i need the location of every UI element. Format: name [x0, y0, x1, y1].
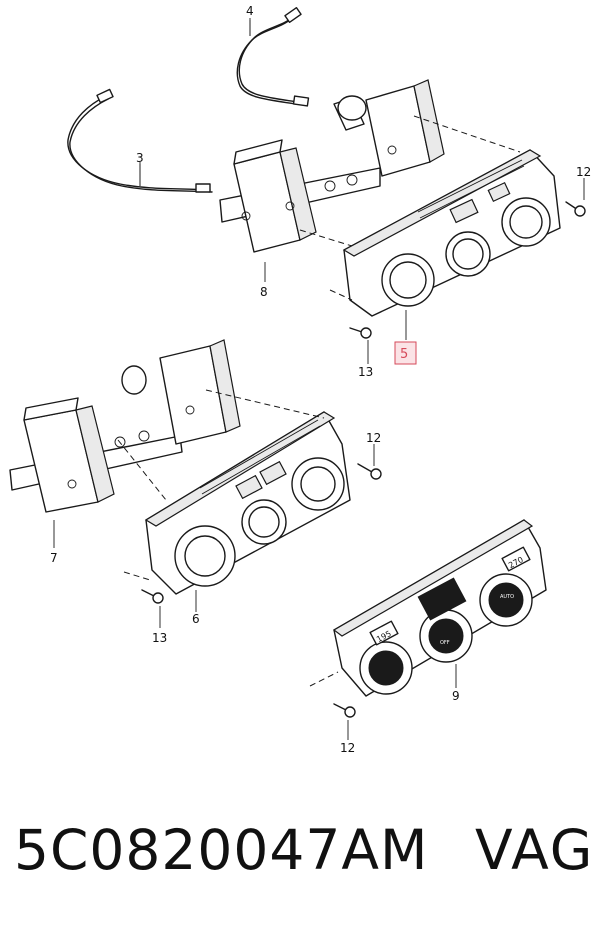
cable-3 [67, 88, 213, 193]
control-panel-6 [144, 411, 351, 595]
callout-13-middle: 13 [152, 631, 167, 645]
part-number: 5C0820047AM [14, 818, 429, 882]
leader-lines [53, 18, 585, 740]
part-number-row: 5C0820047AM VAG [10, 818, 592, 888]
screw-13-top [349, 327, 372, 339]
screw-12-top [565, 201, 586, 217]
callout-13-top: 13 [358, 365, 373, 379]
callout-12-bottom: 12 [340, 741, 355, 755]
callout-4: 4 [246, 4, 254, 18]
control-panel-5 [342, 149, 561, 317]
callout-7: 7 [50, 551, 58, 565]
callout-5-highlight [394, 341, 417, 365]
bracket-8 [219, 79, 445, 253]
exploded-parts-diagram: 195 270 AUTO OFF [9, 4, 591, 755]
callout-9: 9 [452, 689, 460, 703]
bracket-7 [9, 339, 241, 513]
panel-auto-label: AUTO [500, 594, 514, 600]
callout-3: 3 [136, 151, 144, 165]
callout-12-middle: 12 [366, 431, 381, 445]
assembly-lines [117, 115, 521, 687]
callout-12-top: 12 [576, 165, 591, 179]
callout-6: 6 [192, 612, 200, 626]
screw-13-middle [141, 589, 164, 604]
cable-4 [236, 7, 310, 107]
callout-5[interactable]: 5 [400, 347, 408, 362]
screw-12-bottom [333, 703, 356, 718]
panel-off-label: OFF [440, 640, 450, 646]
brand-name: VAG [475, 818, 595, 882]
screw-12-middle [357, 463, 382, 480]
control-panel-9: 195 270 AUTO OFF [332, 519, 547, 697]
callout-8: 8 [260, 285, 268, 299]
